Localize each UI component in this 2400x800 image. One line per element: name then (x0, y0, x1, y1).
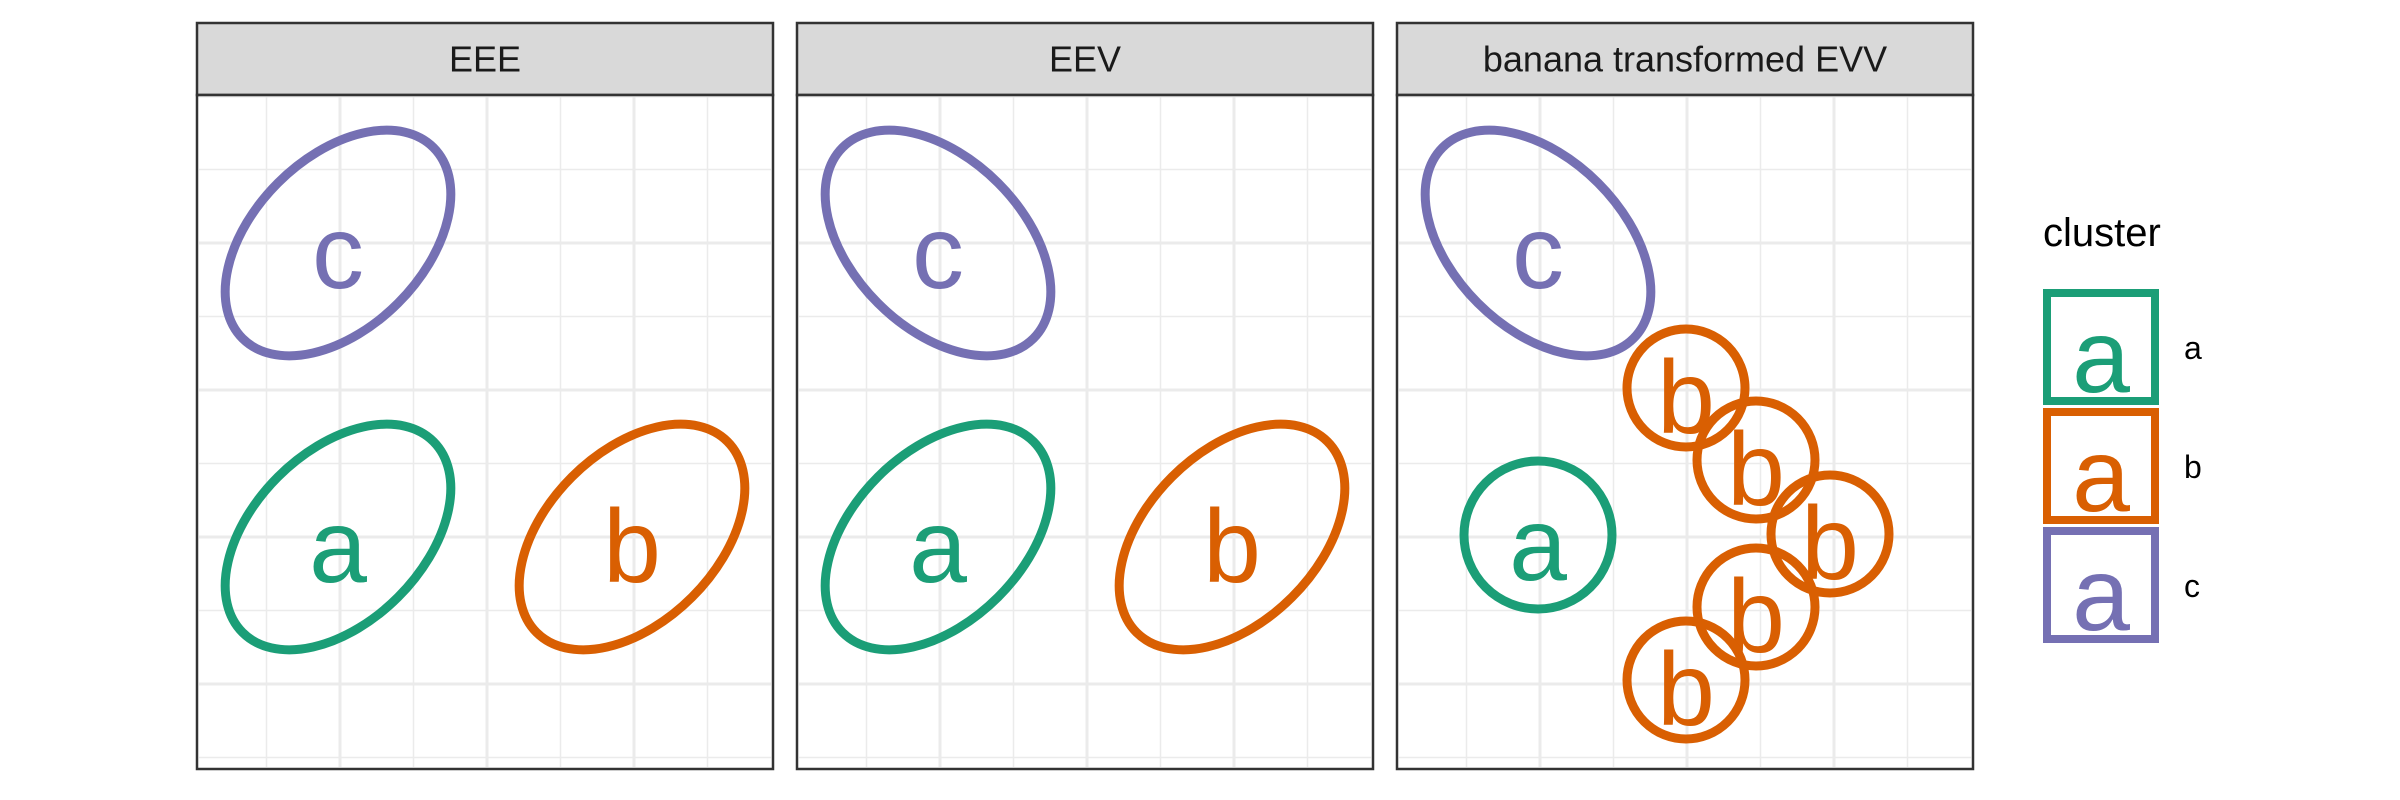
cluster-a-ellipse: a (220, 419, 456, 655)
cluster-c-ellipse: c (1420, 125, 1656, 361)
svg-text:c: c (312, 195, 364, 311)
legend-key-a: a a (2043, 289, 2202, 415)
cluster-c-ellipse: c (820, 125, 1056, 361)
cluster-c-ellipse: c (220, 125, 456, 361)
legend-label: a (2184, 330, 2202, 366)
panel-strip (795, 21, 1375, 97)
svg-text:b: b (1657, 632, 1715, 748)
svg-text:b: b (1203, 489, 1261, 605)
cluster-a-circle: a (1459, 456, 1617, 614)
panel-grid (1399, 94, 1971, 767)
svg-text:a: a (2072, 537, 2130, 653)
cluster-b-ellipse: b (514, 419, 750, 655)
svg-text:a: a (909, 489, 967, 605)
panel-title: banana transformed EVV (1483, 39, 1887, 80)
svg-text:a: a (309, 489, 367, 605)
svg-text:b: b (1657, 340, 1715, 456)
legend: cluster a a a b a c (2043, 211, 2202, 653)
panel-title: EEE (449, 39, 521, 80)
cluster-b-ellipse: b (1114, 419, 1350, 655)
panel-border (795, 93, 1375, 771)
svg-text:c: c (912, 195, 964, 311)
svg-text:b: b (603, 489, 661, 605)
legend-key-b: a b (2043, 408, 2202, 534)
legend-title: cluster (2043, 211, 2161, 255)
legend-label: c (2184, 568, 2200, 604)
panel-border (1395, 93, 1975, 771)
svg-text:c: c (1512, 195, 1564, 311)
cluster-b-circle: b (1622, 616, 1750, 748)
legend-label: b (2184, 449, 2202, 485)
panel-banana-evv: banana transformed EVV c a b b b b (1395, 21, 1975, 771)
panel-grid (799, 94, 1371, 767)
cluster-b-circle: b (1766, 470, 1894, 602)
panel-title: EEV (1049, 39, 1121, 80)
cluster-b-circle: b (1692, 396, 1820, 528)
cluster-a-ellipse: a (820, 419, 1056, 655)
svg-text:a: a (1509, 487, 1567, 603)
svg-text:a: a (2072, 418, 2130, 534)
legend-key-c: a c (2043, 527, 2200, 653)
panel-strip (1395, 21, 1975, 97)
panel-eev: EEV c a b (795, 21, 1375, 771)
panel-eee: EEE c a b (195, 21, 775, 771)
panel-border (195, 93, 775, 771)
panel-strip (195, 21, 775, 97)
panel-grid (199, 94, 771, 767)
svg-text:a: a (2072, 299, 2130, 415)
